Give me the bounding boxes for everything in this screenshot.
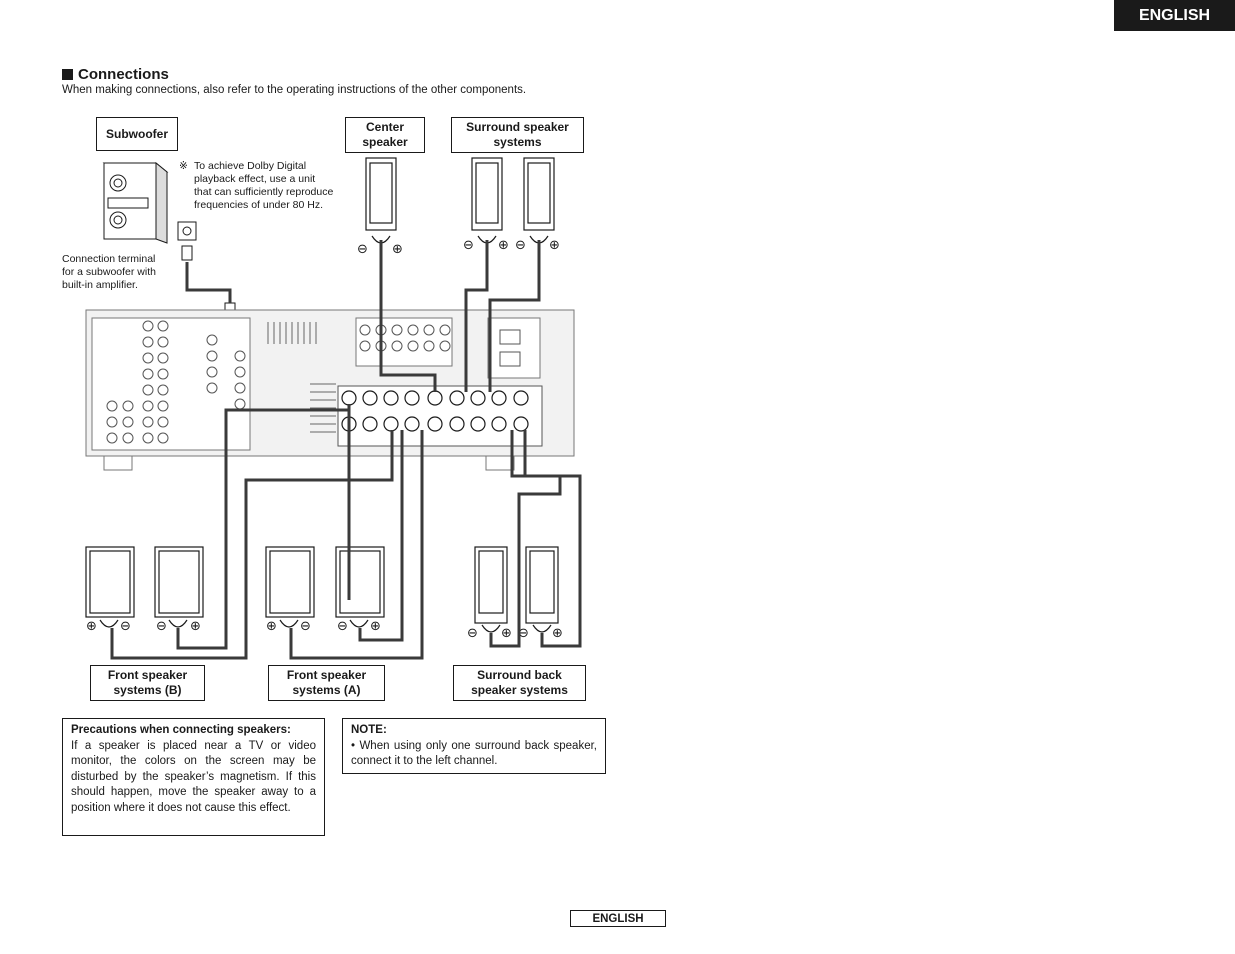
svg-text:⊖: ⊖: [300, 619, 311, 634]
footer-language-label: ENGLISH: [570, 910, 666, 927]
subwoofer-label-text: Subwoofer: [106, 126, 168, 141]
svg-text:⊖: ⊖: [467, 626, 478, 641]
center-label-line1: Center: [365, 120, 404, 134]
speaker-wires: [110, 240, 582, 660]
surround-back-label-line2: speaker systems: [471, 683, 568, 697]
subwoofer-note-mark: ※: [179, 160, 188, 172]
svg-text:⊕: ⊕: [370, 619, 381, 634]
front-speaker-a-label: Front speaker systems (A): [268, 665, 385, 701]
subwoofer-label: Subwoofer: [96, 117, 178, 151]
receiver-rear-panel: [85, 309, 575, 471]
subwoofer-note-line: that can sufficiently reproduce: [194, 186, 334, 198]
subwoofer-note-line: frequencies of under 80 Hz.: [194, 199, 323, 211]
front-b-label-line2: systems (B): [113, 683, 182, 697]
surround-back-label: Surround back speaker systems: [453, 665, 586, 701]
rca-jack-icon: [177, 221, 197, 241]
front-a-label-line2: systems (A): [292, 683, 361, 697]
svg-text:⊖: ⊖: [120, 619, 131, 634]
svg-text:⊖: ⊖: [337, 619, 348, 634]
terminal-note-line: built-in amplifier.: [62, 279, 138, 291]
terminal-note-line: Connection terminal: [62, 253, 156, 265]
precautions-box: Precautions when connecting speakers: If…: [62, 718, 325, 836]
svg-text:⊕: ⊕: [392, 242, 403, 257]
surround-label-line2: systems: [493, 135, 542, 149]
subwoofer-icon: [102, 161, 169, 244]
surround-label-line1: Surround speaker: [466, 120, 569, 134]
language-tab: ENGLISH: [1114, 0, 1235, 31]
svg-text:⊖: ⊖: [515, 238, 526, 253]
svg-text:⊖: ⊖: [518, 626, 529, 641]
note-box: NOTE: • When using only one surround bac…: [342, 718, 606, 774]
svg-text:⊕: ⊕: [549, 238, 560, 253]
section-title: Connections: [62, 66, 169, 83]
speaker-icons: [85, 157, 559, 624]
center-label-line2: speaker: [362, 135, 408, 149]
subwoofer-note-line: playback effect, use a unit: [194, 173, 316, 185]
front-speaker-b-label: Front speaker systems (B): [90, 665, 205, 701]
section-title-text: Connections: [78, 66, 169, 83]
bullet-square-icon: [62, 69, 73, 80]
svg-text:⊖: ⊖: [357, 242, 368, 257]
subwoofer-note: To achieve Dolby Digital playback effect…: [194, 160, 333, 212]
svg-text:⊕: ⊕: [498, 238, 509, 253]
precautions-heading: Precautions when connecting speakers:: [71, 724, 291, 736]
note-body: • When using only one surround back spea…: [351, 739, 597, 768]
precautions-body: If a speaker is placed near a TV or vide…: [71, 739, 316, 814]
svg-text:⊕: ⊕: [86, 619, 97, 634]
svg-text:⊕: ⊕: [190, 619, 201, 634]
subwoofer-note-line: To achieve Dolby Digital: [194, 160, 307, 172]
svg-text:⊖: ⊖: [463, 238, 474, 253]
svg-text:⊖: ⊖: [156, 619, 167, 634]
front-b-label-line1: Front speaker: [107, 668, 188, 682]
center-speaker-label: Center speaker: [345, 117, 425, 153]
connection-terminal-note: Connection terminal for a subwoofer with…: [62, 253, 156, 292]
svg-text:⊕: ⊕: [501, 626, 512, 641]
svg-text:⊕: ⊕: [266, 619, 277, 634]
surround-speaker-label: Surround speaker systems: [451, 117, 584, 153]
surround-back-label-line1: Surround back: [477, 668, 562, 682]
terminal-note-line: for a subwoofer with: [62, 266, 156, 278]
intro-text: When making connections, also refer to t…: [62, 84, 527, 96]
front-a-label-line1: Front speaker: [286, 668, 367, 682]
note-heading: NOTE:: [351, 724, 387, 736]
svg-text:⊕: ⊕: [552, 626, 563, 641]
